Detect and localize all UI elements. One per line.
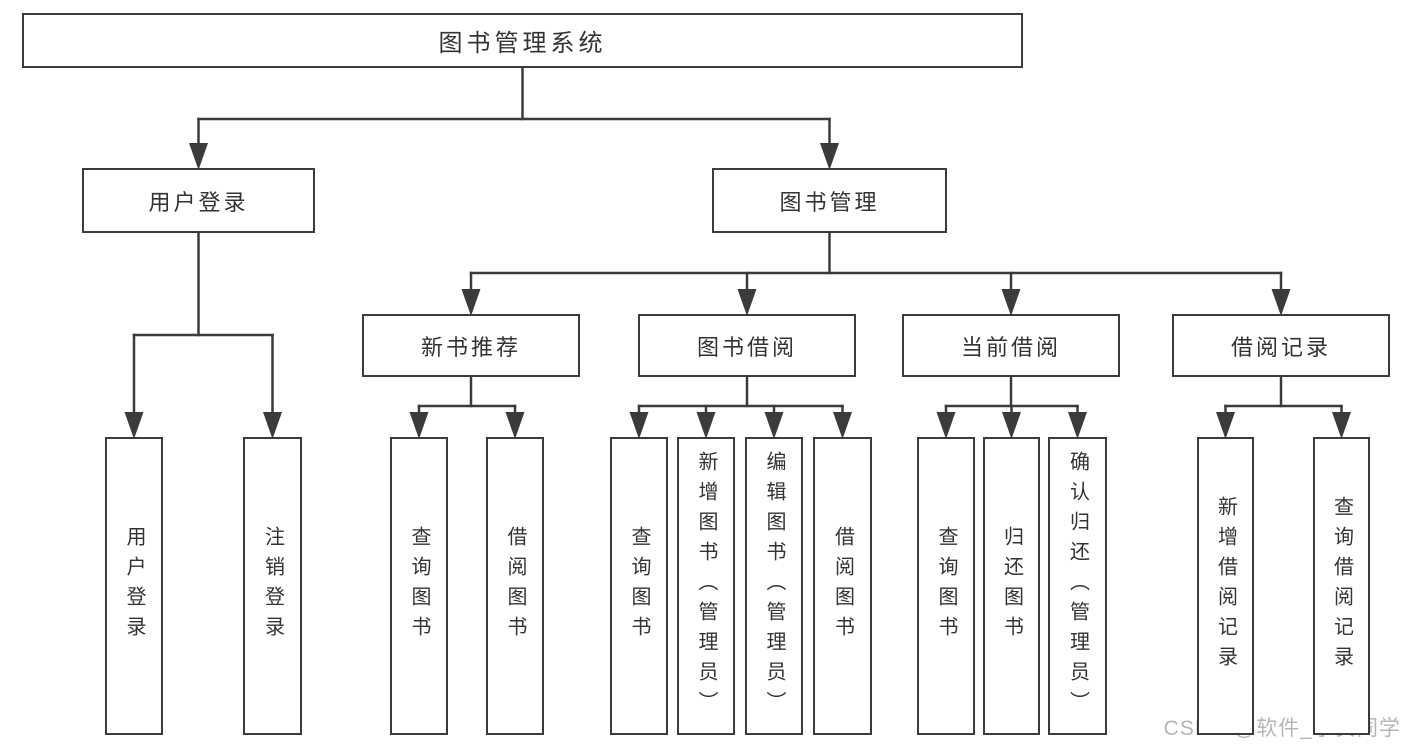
node-label: 借阅记录 <box>1230 334 1331 360</box>
node-label: 新书推荐 <box>420 334 521 360</box>
edge-arrowhead <box>1068 412 1087 439</box>
edge-arrowhead <box>696 412 716 439</box>
node-br-add: 新增借阅记录 <box>1197 437 1254 735</box>
node-user-login: 用户登录 <box>82 168 315 233</box>
node-cb-confirm: 确认归还（管理员） <box>1048 437 1107 735</box>
node-label: 注销登录 <box>261 526 284 646</box>
node-leaf-user-login: 用户登录 <box>105 437 163 735</box>
node-label: 借阅图书 <box>831 526 854 646</box>
edge-arrowhead <box>764 412 784 439</box>
edge-arrowhead <box>1332 412 1351 439</box>
node-label: 查询图书 <box>935 526 957 646</box>
node-nb-query: 查询图书 <box>390 437 448 735</box>
node-label: 归还图书 <box>1000 526 1023 646</box>
edge-arrowhead <box>1001 289 1021 316</box>
node-new-books: 新书推荐 <box>362 314 580 377</box>
edge-arrowhead <box>833 412 852 439</box>
node-current-borrow: 当前借阅 <box>902 314 1120 377</box>
node-cb-return: 归还图书 <box>983 437 1040 735</box>
node-label: 编辑图书（管理员） <box>763 451 785 721</box>
node-label: 查询借阅记录 <box>1330 496 1353 676</box>
node-label: 图书管理 <box>779 189 880 215</box>
node-label: 借阅图书 <box>504 526 526 646</box>
node-borrow-records: 借阅记录 <box>1172 314 1390 377</box>
node-label: 用户登录 <box>123 526 145 646</box>
edge-arrowhead <box>461 289 481 316</box>
node-leaf-logout: 注销登录 <box>243 437 302 735</box>
node-book-borrow: 图书借阅 <box>638 314 856 377</box>
edge-arrowhead <box>820 143 839 170</box>
node-label: 图书管理系统 <box>438 30 607 57</box>
node-cb-query: 查询图书 <box>917 437 975 735</box>
edge-arrowhead <box>629 412 649 439</box>
node-br-query: 查询借阅记录 <box>1313 437 1370 735</box>
node-label: 新增借阅记录 <box>1214 496 1237 676</box>
node-bb-add: 新增图书（管理员） <box>677 437 735 735</box>
node-label: 用户登录 <box>148 189 249 215</box>
edge-arrowhead <box>409 412 429 439</box>
edge-arrowhead <box>124 412 144 439</box>
node-label: 查询图书 <box>628 526 650 646</box>
node-nb-borrow: 借阅图书 <box>486 437 544 735</box>
edge-arrowhead <box>189 143 208 170</box>
node-book-mgmt: 图书管理 <box>712 168 947 233</box>
edge-arrowhead <box>263 412 282 439</box>
node-sys: 图书管理系统 <box>22 13 1023 68</box>
edge-arrowhead <box>1002 412 1021 439</box>
node-label: 当前借阅 <box>960 334 1061 360</box>
node-label: 新增图书（管理员） <box>695 451 717 721</box>
node-bb-query: 查询图书 <box>610 437 668 735</box>
node-bb-edit: 编辑图书（管理员） <box>745 437 803 735</box>
node-label: 图书借阅 <box>696 334 797 360</box>
node-label: 查询图书 <box>408 526 430 646</box>
edge-arrowhead <box>1216 412 1235 439</box>
node-bb-borrow: 借阅图书 <box>813 437 872 735</box>
edge-arrowhead <box>936 412 956 439</box>
node-label: 确认归还（管理员） <box>1066 451 1089 721</box>
edge-arrowhead <box>505 412 525 439</box>
edge-arrowhead <box>737 289 757 316</box>
edge-arrowhead <box>1271 289 1291 316</box>
